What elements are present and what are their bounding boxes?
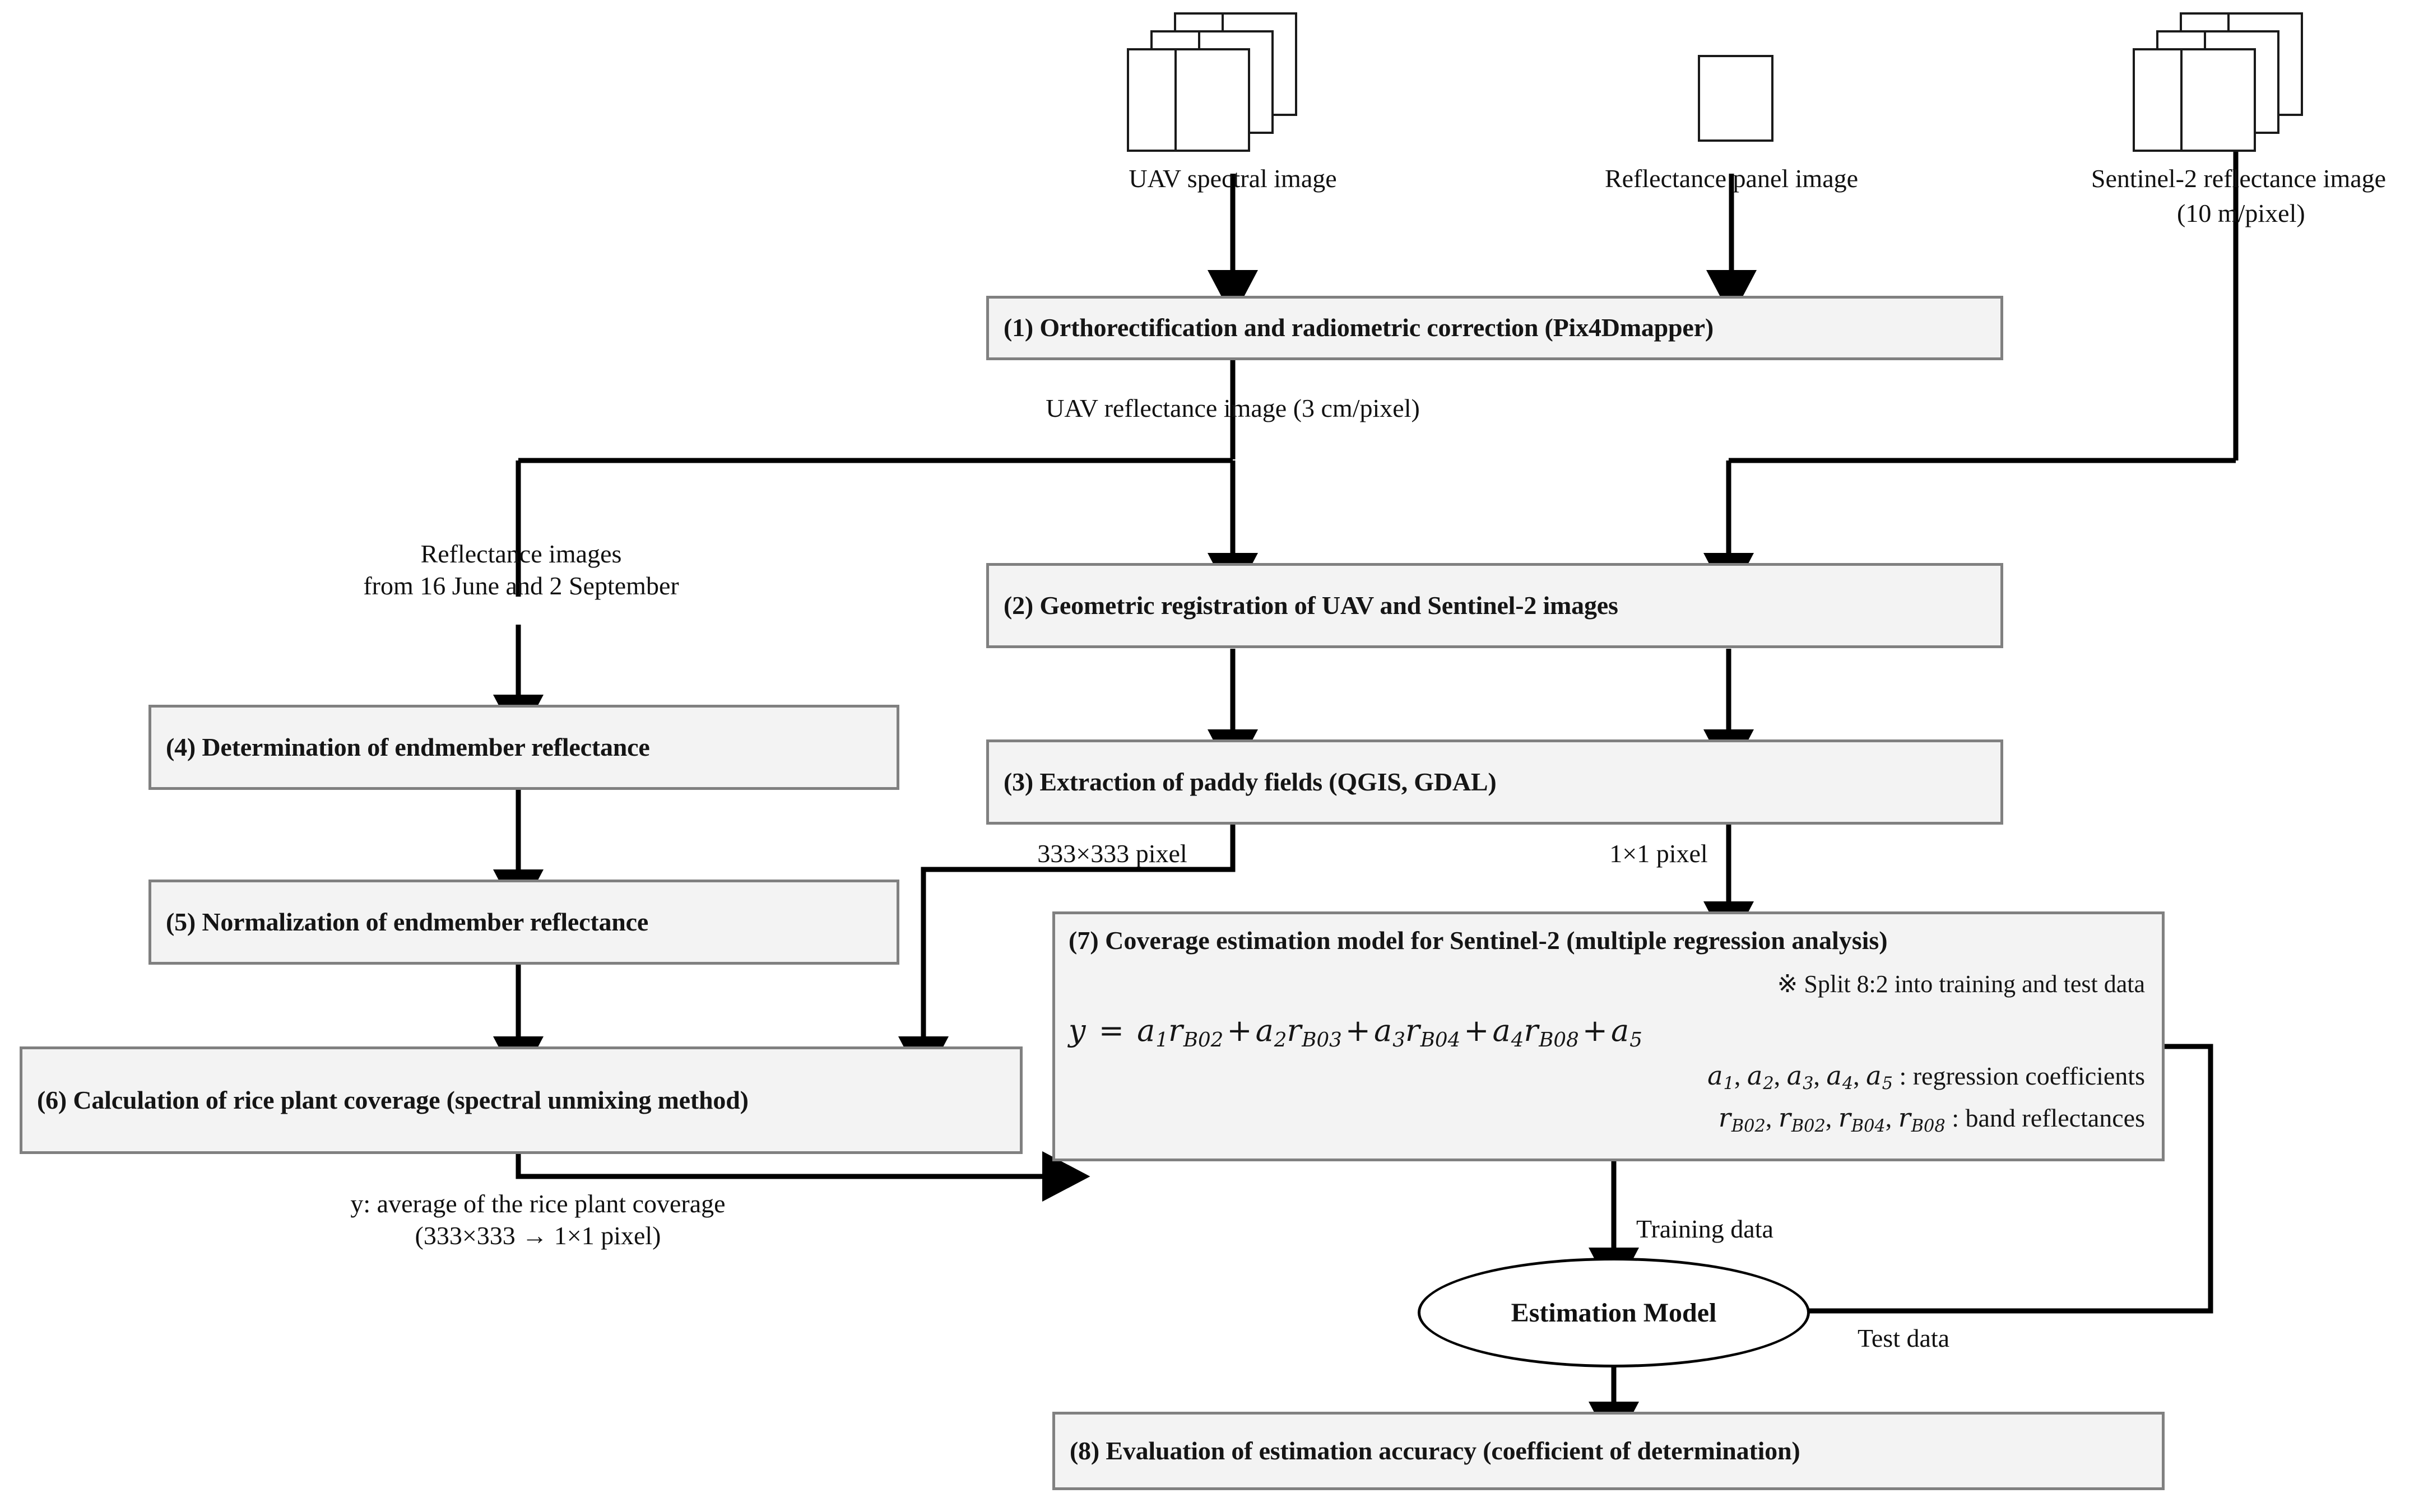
edge-label-reflectance-images: Reflectance images from 16 June and 2 Se… (363, 538, 679, 602)
step-1-label: (1) Orthorectification and radiometric c… (1004, 313, 1714, 342)
step-3-label: (3) Extraction of paddy fields (QGIS, GD… (1004, 767, 1497, 796)
input-label-text: Reflectance panel image (1604, 164, 1859, 193)
edge-step7-testdata-to-model (1735, 1044, 2213, 1336)
step-5-box[interactable]: (5) Normalization of endmember reflectan… (148, 880, 899, 965)
input-label-text: UAV spectral image (1129, 164, 1337, 193)
input-label-sentinel2-reflectance-image: Sentinel-2 reflectance image (2091, 162, 2386, 194)
step-7-reflectances-line: rB02, rB02, rB04, rB08 : band reflectanc… (1718, 1102, 2145, 1136)
edge-label-text: Test data (1858, 1324, 1950, 1352)
step-6-label: (6) Calculation of rice plant coverage (… (37, 1085, 749, 1114)
step-8-box[interactable]: (8) Evaluation of estimation accuracy (c… (1052, 1412, 2165, 1490)
edge-label-text: Training data (1636, 1215, 1773, 1243)
step-7-coefficients-line: a1, a2, a3, a4, a5 : regression coeffici… (1707, 1060, 2145, 1094)
step-7-split-note: ※ Split 8:2 into training and test data (1777, 970, 2145, 998)
step-7-equation: y = a1rB02+a2rB03+a3rB04+a4rB08+a5 (1069, 1012, 1642, 1052)
step-7-title: (7) Coverage estimation model for Sentin… (1069, 926, 1888, 955)
edge-step6-to-step7 (516, 1151, 1090, 1202)
edge-label-pixel-333: 333×333 pixel (1037, 838, 1187, 869)
step-7-reflectances-desc: : band reflectances (1952, 1104, 2145, 1133)
input-label-uav-spectral-image: UAV spectral image (1129, 162, 1336, 194)
input-sublabel-sentinel2-resolution: (10 m/pixel) (2177, 197, 2305, 229)
input-label-text: Sentinel-2 reflectance image (2091, 164, 2387, 193)
edge-label-line2: (333×333 → 1×1 pixel) (415, 1221, 661, 1250)
step-4-label: (4) Determination of endmember reflectan… (166, 732, 650, 761)
edge-label-line2: from 16 June and 2 September (363, 571, 679, 601)
edge-label-line1: y: average of the rice plant coverage (350, 1189, 726, 1218)
step-8-label: (8) Evaluation of estimation accuracy (c… (1070, 1436, 1800, 1465)
edge-label-text: 333×333 pixel (1037, 839, 1187, 868)
edge-label-text: 1×1 pixel (1609, 839, 1708, 868)
document-stack-icon (1107, 12, 1359, 169)
step-4-box[interactable]: (4) Determination of endmember reflectan… (148, 705, 899, 790)
step-2-label: (2) Geometric registration of UAV and Se… (1004, 590, 1618, 620)
step-5-label: (5) Normalization of endmember reflectan… (166, 907, 649, 936)
step-2-box[interactable]: (2) Geometric registration of UAV and Se… (986, 563, 2003, 648)
edge-label-test-data: Test data (1858, 1322, 1949, 1354)
step-1-box[interactable]: (1) Orthorectification and radiometric c… (986, 296, 2003, 360)
edge-label-line1: Reflectance images (420, 539, 622, 568)
step-7-coefficients-desc: : regression coefficients (1899, 1061, 2145, 1090)
edge-label-text: UAV reflectance image (3 cm/pixel) (1046, 394, 1420, 422)
edge-label-pixel-1x1: 1×1 pixel (1609, 838, 1707, 869)
edge-label-uav-reflectance: UAV reflectance image (3 cm/pixel) (1046, 392, 1420, 424)
estimation-model-node[interactable]: Estimation Model (1418, 1258, 1810, 1367)
document-stack-icon (2112, 12, 2365, 169)
edge-step3-to-step6 (898, 825, 1236, 1085)
step-7-box[interactable]: (7) Coverage estimation model for Sentin… (1052, 911, 2165, 1161)
edge-label-training-data: Training data (1636, 1213, 1773, 1245)
input-label-reflectance-panel-image: Reflectance panel image (1605, 162, 1858, 194)
input-sublabel-text: (10 m/pixel) (2177, 199, 2305, 227)
estimation-model-label: Estimation Model (1511, 1297, 1717, 1328)
edge-label-y-average: y: average of the rice plant coverage (3… (350, 1188, 725, 1252)
step-3-box[interactable]: (3) Extraction of paddy fields (QGIS, GD… (986, 739, 2003, 825)
step-6-box[interactable]: (6) Calculation of rice plant coverage (… (20, 1046, 1023, 1154)
document-single-icon (1675, 55, 1787, 167)
